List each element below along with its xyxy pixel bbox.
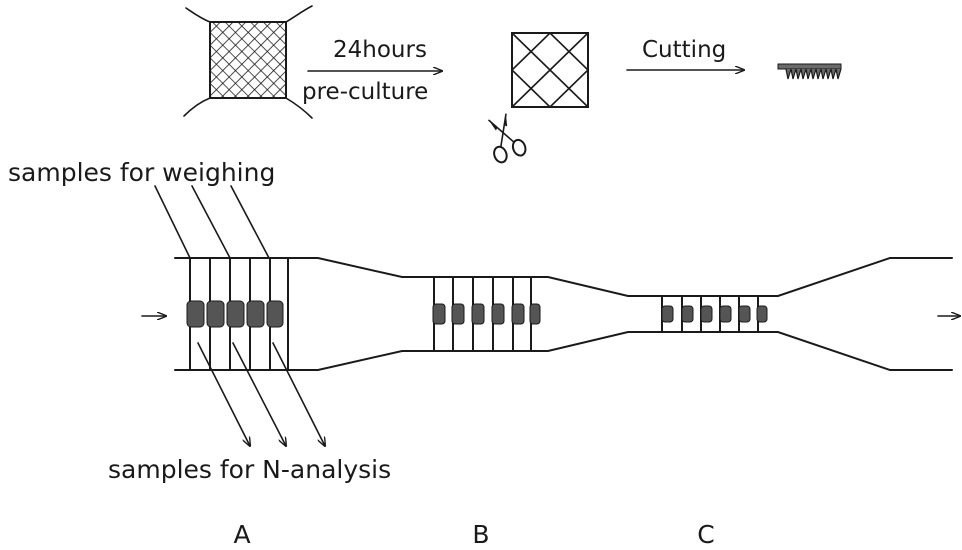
fine-net-frame — [183, 5, 313, 119]
preculture-label: pre-culture — [302, 79, 428, 105]
cut-strip — [777, 63, 842, 80]
section-label-c: C — [697, 520, 714, 549]
preculture-time-label: 24hours — [333, 37, 427, 63]
section-label-a: A — [233, 520, 250, 549]
samples-weighing-label: samples for weighing — [8, 158, 275, 187]
coarse-net-frame — [510, 31, 590, 109]
section-a-samples — [186, 257, 289, 371]
flow-channel — [174, 257, 953, 371]
section-b-samples — [432, 276, 541, 352]
n-analysis-pointers — [197, 342, 325, 446]
samples-n-analysis-label: samples for N-analysis — [108, 455, 391, 484]
scissors-icon — [488, 113, 527, 164]
section-c-samples — [661, 295, 768, 333]
section-label-b: B — [472, 520, 489, 549]
cutting-label: Cutting — [642, 37, 726, 63]
weighing-pointers — [154, 185, 270, 259]
